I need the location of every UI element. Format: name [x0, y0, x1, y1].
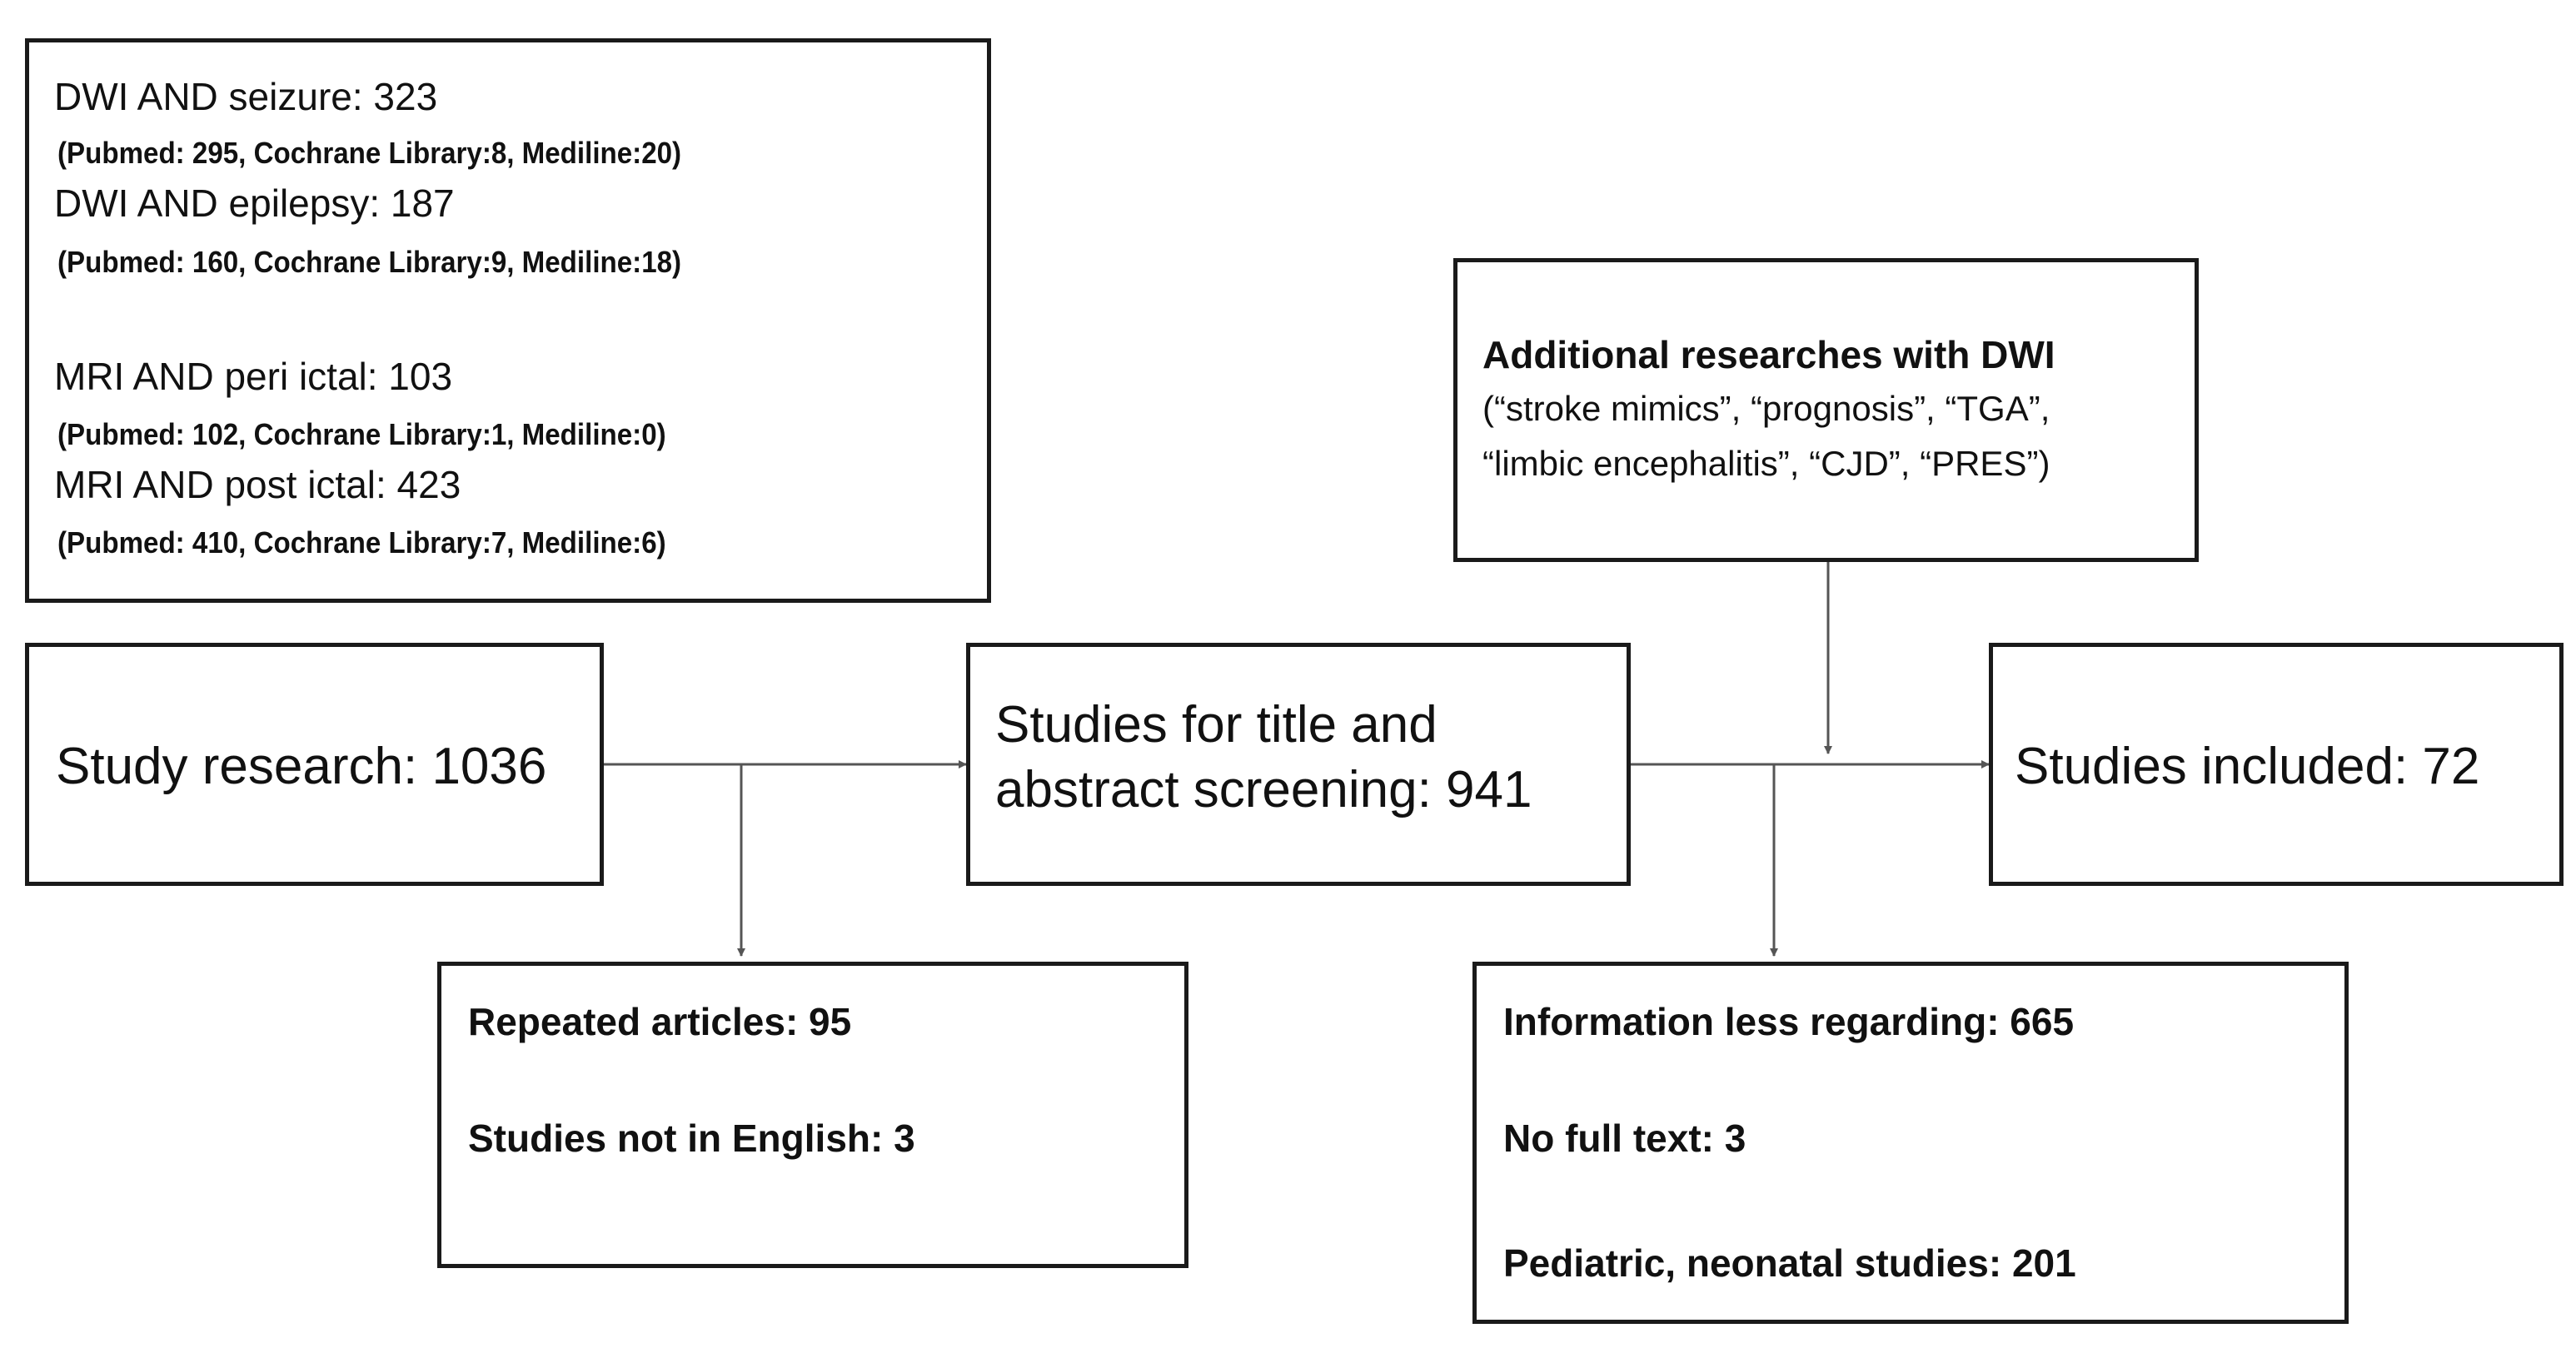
search-line-dwi-epilepsy: DWI AND epilepsy: 187: [54, 182, 455, 225]
search-line-mri-peri-ictal-sources: (Pubmed: 102, Cochrane Library:1, Medili…: [57, 417, 666, 451]
study-research-label: Study research: 1036: [56, 738, 547, 795]
screening-label-2: abstract screening: 941: [995, 761, 1532, 818]
studies-included-box: Studies included: 72: [1989, 643, 2564, 886]
search-line-dwi-seizure-sources: (Pubmed: 295, Cochrane Library:8, Medili…: [57, 136, 682, 170]
search-line-mri-post-ictal-sources: (Pubmed: 410, Cochrane Library:7, Medili…: [57, 525, 666, 560]
excluded-second-box: Information less regarding: 665 No full …: [1472, 962, 2349, 1324]
information-less-label: Information less regarding: 665: [1503, 1000, 2075, 1043]
additional-researches-terms-1: (“stroke mimics”, “prognosis”, “TGA”,: [1482, 389, 2050, 428]
no-full-text-label: No full text: 3: [1503, 1117, 1746, 1160]
additional-researches-title: Additional researches with DWI: [1482, 333, 2055, 376]
search-terms-box: DWI AND seizure: 323 (Pubmed: 295, Cochr…: [25, 38, 991, 603]
excluded-first-box: Repeated articles: 95 Studies not in Eng…: [437, 962, 1188, 1268]
pediatric-neonatal-label: Pediatric, neonatal studies: 201: [1503, 1241, 2076, 1285]
screening-box: Studies for title and abstract screening…: [966, 643, 1631, 886]
not-english-label: Studies not in English: 3: [468, 1117, 915, 1160]
repeated-articles-label: Repeated articles: 95: [468, 1000, 852, 1043]
additional-researches-terms-2: “limbic encephalitis”, “CJD”, “PRES”): [1482, 444, 2050, 483]
search-line-mri-post-ictal: MRI AND post ictal: 423: [54, 463, 461, 506]
search-line-dwi-epilepsy-sources: (Pubmed: 160, Cochrane Library:9, Medili…: [57, 245, 682, 279]
study-research-box: Study research: 1036: [25, 643, 604, 886]
studies-included-label: Studies included: 72: [2015, 738, 2480, 795]
search-line-mri-peri-ictal: MRI AND peri ictal: 103: [54, 355, 453, 398]
additional-researches-box: Additional researches with DWI (“stroke …: [1453, 258, 2199, 562]
search-line-dwi-seizure: DWI AND seizure: 323: [54, 75, 438, 118]
screening-label-1: Studies for title and: [995, 696, 1437, 754]
